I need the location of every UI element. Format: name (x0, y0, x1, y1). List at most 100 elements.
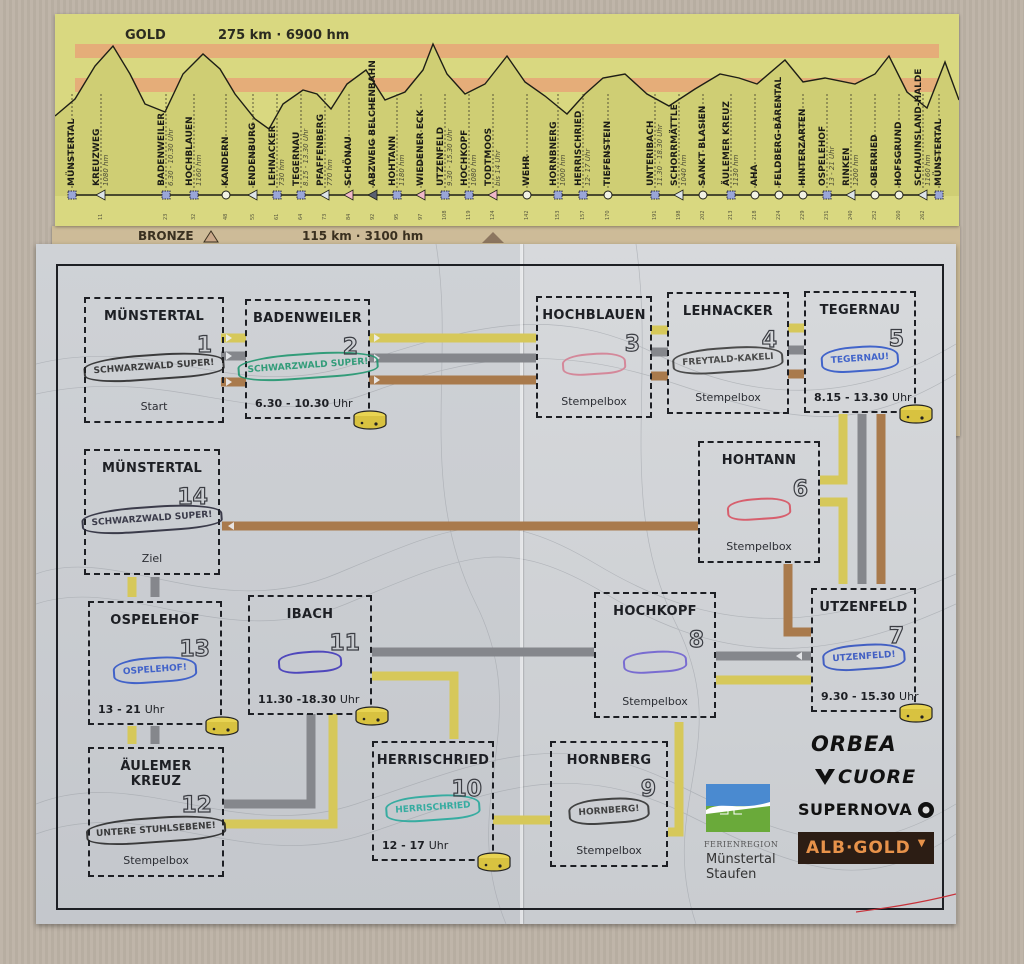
stamp-station-marker-icon (650, 190, 660, 200)
albgold-text: ALB·GOLD (806, 838, 911, 858)
stop-km: 218 (752, 210, 758, 220)
station-name: MÜNSTERTAL (103, 309, 205, 324)
stop-detail: 1200 hm (852, 154, 860, 186)
station-name: MÜNSTERTAL (101, 461, 203, 476)
stop-name: UTZENFELD (436, 126, 446, 186)
cheese-refreshment-icon (899, 703, 933, 723)
stamp-station-marker-icon (161, 190, 171, 200)
stop-detail: 1160 hm (924, 154, 932, 186)
stop-name: KANDERN (221, 136, 231, 186)
station-opening-hours: 11.30 -18.30 Uhr (258, 693, 359, 706)
stamp-station-marker-icon (934, 190, 944, 200)
station-name: TEGERNAU (819, 303, 901, 318)
stop-name: HORNBNERG (549, 121, 559, 186)
stop-km: 240 (848, 210, 854, 220)
stop-detail: 1000 hm (559, 154, 567, 186)
stop-km: 64 (298, 213, 304, 220)
route-gold (224, 714, 338, 829)
station-name: ÄULEMER KREUZ (120, 759, 192, 789)
arrow-icon (374, 376, 380, 384)
station-name: OSPELEHOF (110, 613, 200, 628)
stop-km: 84 (346, 213, 352, 220)
stop-name: BADENWEILER (157, 112, 167, 186)
stop-detail: 1160 hm (195, 154, 203, 186)
stop-km: 55 (250, 213, 256, 220)
stop-name: LEHNACKER (268, 125, 278, 186)
ferienregion-place-1: Münstertal (706, 852, 776, 867)
stop-km: 170 (605, 210, 611, 220)
station-hochkopf: HOCHKOPF 8 Stempelbox (594, 592, 716, 718)
waypoint-circle-icon (870, 190, 880, 200)
stop-km: 191 (652, 210, 658, 220)
cuore-v-icon (815, 769, 835, 785)
stop-km: 229 (800, 210, 806, 220)
route-gold (820, 414, 848, 485)
station-opening-hours: 13 - 21 Uhr (98, 703, 164, 716)
station-hochblauen: HOCHBLAUEN 3 Stempelbox (536, 296, 652, 418)
stop-detail: 9.30 - 15.30 Uhr (446, 128, 454, 186)
stop-detail: 1180 hm (398, 154, 406, 186)
stop-name: TODTMOOS (484, 127, 494, 186)
stop-name: PFAFFENBERG (316, 114, 326, 186)
stop-km: 61 (274, 213, 280, 220)
stop-name: ABZWEIG BELCHENBAHN (368, 60, 378, 186)
stamp-card: MÜNSTERTAL SCHWARZWALD SUPER! 1 Start BA… (36, 244, 956, 924)
station-name: HERRISCHRIED (376, 753, 490, 768)
stop-detail: 12- 17 Uhr (584, 148, 592, 186)
stamp-text: SCHWARZWALD SUPER! (93, 358, 215, 377)
stop-label: HOFSGRUND (894, 122, 904, 186)
stamp-imprint: HORNBERG! (567, 795, 651, 828)
stop-detail: 1080 hm (102, 154, 110, 186)
stop-name: SCHÖNAU (344, 136, 354, 186)
time-range: 13 - 21 (98, 703, 141, 716)
stop-detail: 8.15 - 13.30 Uhr (302, 128, 310, 186)
time-unit: Uhr (144, 703, 165, 716)
station-hornberg: HORNBERG HORNBERG! 9 Stempelbox (550, 741, 668, 867)
station-name: UTZENFELD (819, 600, 908, 615)
stop-name: HOCHBLAUEN (185, 116, 195, 186)
stop-name: KREUZWEG (92, 128, 102, 186)
stop-label: MÜNSTERTAL (67, 119, 77, 186)
stamp-station-marker-icon (392, 190, 402, 200)
time-unit: Uhr (892, 391, 912, 404)
cheese-refreshment-icon (205, 716, 239, 736)
orbea-logo: ORBEA (811, 732, 897, 756)
stamp-imprint (726, 495, 792, 523)
albgold-crest-icon: ▼ (917, 838, 927, 849)
stop-km: 252 (872, 210, 878, 220)
stop-km: 198 (676, 210, 682, 220)
stamp-station-marker-icon (822, 190, 832, 200)
station-opening-hours: 12 - 17 Uhr (382, 839, 448, 852)
ferienregion-logo (706, 784, 770, 832)
stop-km: 260 (896, 210, 902, 220)
arrow-icon (796, 652, 802, 660)
stop-name: ENDENBURG (248, 122, 258, 186)
stop-label: OBERRIED (870, 135, 880, 187)
station-number: 14 (177, 484, 209, 510)
route-bronze (783, 564, 811, 637)
stamp-text: UTZENFELD! (831, 649, 896, 665)
stop-km: 157 (580, 210, 586, 220)
supernova-text: SUPERNOVA (798, 800, 913, 819)
stamp-station-marker-icon (464, 190, 474, 200)
arrow-icon (228, 522, 234, 530)
stop-name: SCHORRMÄTTLE (670, 104, 680, 186)
stamp-text: OSPELEHOF! (122, 662, 188, 678)
stop-detail: 770 hm (326, 159, 334, 186)
stop-name: ÄULEMER KREUZ (722, 101, 732, 186)
ferienregion-place-2: Staufen (706, 867, 757, 882)
station-muenstertal-ziel: MÜNSTERTAL SCHWARZWALD SUPER! 14 Ziel (80, 449, 224, 575)
stamp-text: UNTERE STUHLSEBENE! (95, 820, 217, 839)
stop-label: TIEFENSTEIN (603, 121, 613, 186)
arrow-icon (374, 354, 380, 362)
cuore-text: CUORE (838, 766, 917, 788)
station-footer: Start (140, 400, 168, 413)
stop-km: 124 (490, 210, 496, 220)
card-fold-crease (520, 244, 523, 924)
stop-label: MÜNSTERTAL (934, 119, 944, 186)
stop-label: SCHÖNAU (344, 136, 354, 186)
